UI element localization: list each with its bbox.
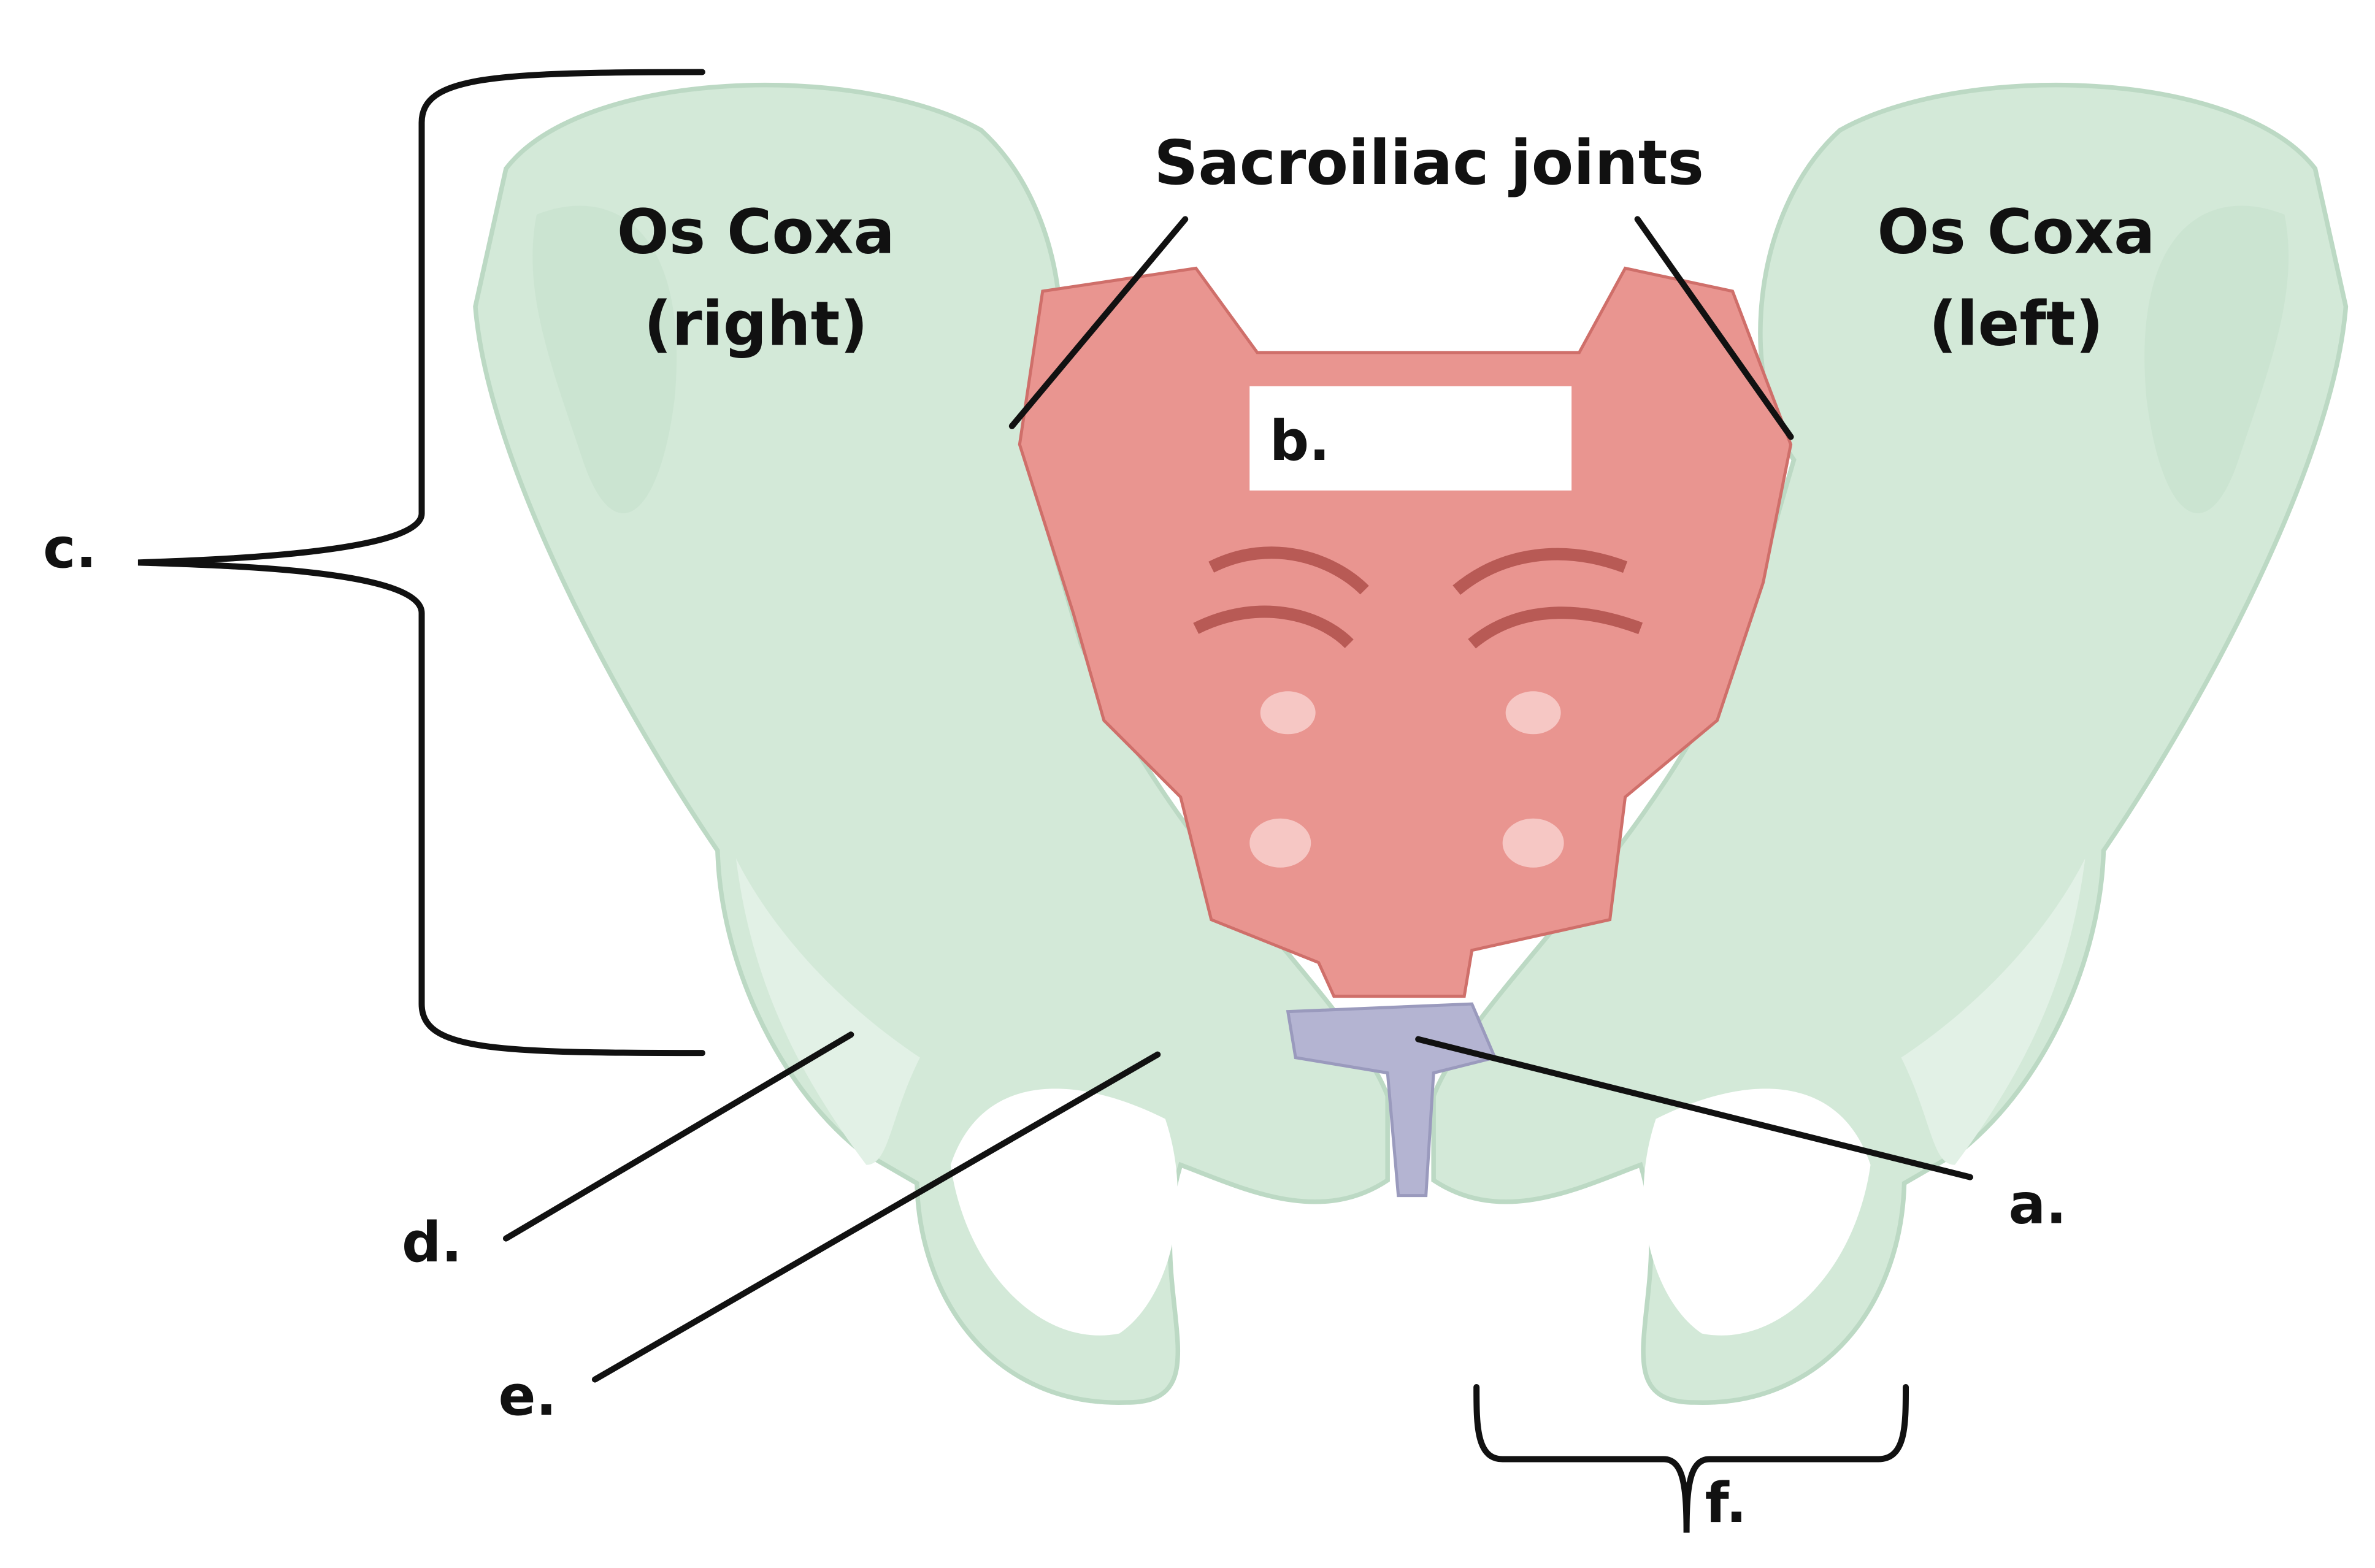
label-e: e.: [498, 1364, 556, 1428]
label-b-box: [1249, 386, 1572, 491]
sacroiliac-pointer-right: [1008, 216, 1189, 429]
os-coxa-right-label: Os Coxa: [617, 196, 895, 267]
label-f: f.: [1705, 1471, 1747, 1535]
coccyx-bone: [1286, 1002, 1497, 1198]
label-d: d.: [402, 1210, 462, 1275]
pointer-a: [1415, 1036, 1973, 1180]
bracket-c: [137, 69, 705, 1057]
pointer-d: [502, 1031, 854, 1242]
os-coxa-right-side-label: (right): [644, 288, 868, 359]
os-coxa-left-label: Os Coxa: [1877, 196, 2155, 267]
label-b: b.: [1270, 409, 1330, 473]
os-coxa-left-side-label: (left): [1929, 288, 2104, 359]
label-c: c.: [43, 516, 97, 581]
sacroiliac-joints-label: Sacroiliac joints: [1154, 127, 1704, 199]
label-a: a.: [2008, 1172, 2066, 1237]
sacroiliac-pointer-left: [1634, 216, 1794, 440]
bracket-f: [1473, 1384, 1909, 1533]
sacrum-bone: [1018, 266, 1793, 998]
pointer-e: [591, 1051, 1161, 1383]
